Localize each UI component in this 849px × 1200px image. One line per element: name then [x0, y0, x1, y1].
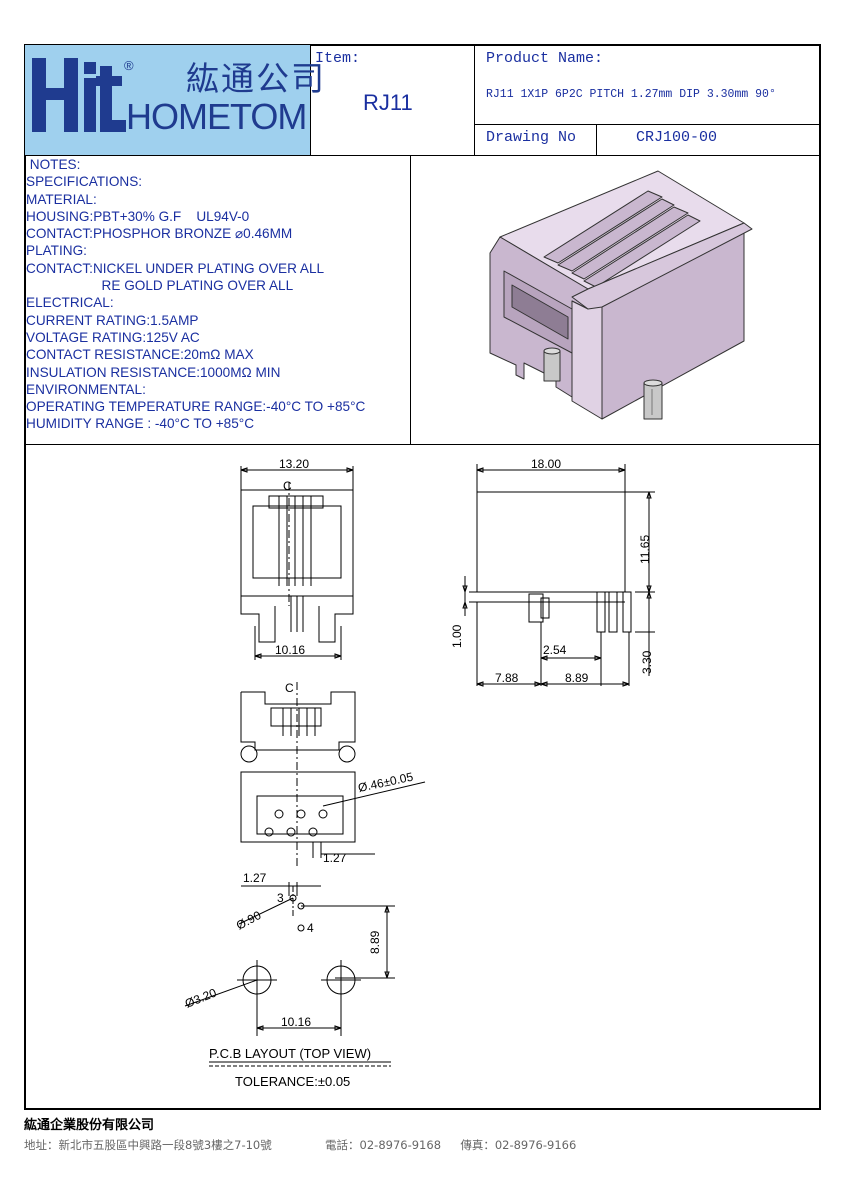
dim-side-pin-length: 3.30 — [640, 650, 654, 674]
registered-mark: ® — [124, 58, 134, 73]
dim-pcb-post-hole: Ø3.20 — [183, 985, 219, 1010]
dim-pcb-post-pitch: 10.16 — [281, 1015, 311, 1029]
notes-line: HUMIDITY RANGE : -40°C TO +85°C — [26, 416, 255, 432]
notes-divider — [410, 155, 411, 445]
header-bottom-line — [24, 155, 821, 156]
drawing-frame — [24, 44, 821, 1110]
notes-line: PLATING: — [26, 243, 87, 259]
bottom-view-top — [240, 691, 356, 751]
drawing-no-value: CRJ100-00 — [636, 129, 718, 146]
brand-english: HOMETOM — [126, 96, 307, 137]
dim-side-offset: 1.00 — [450, 624, 464, 648]
notes-line: CONTACT:PHOSPHOR BRONZE ⌀0.46MM — [26, 226, 293, 242]
brand-chinese: 紘通公司 — [186, 59, 326, 98]
notes-line: OPERATING TEMPERATURE RANGE:-40°C TO +85… — [26, 399, 366, 415]
dim-pcb-hole: Ø.90 — [234, 908, 264, 933]
notes-line: INSULATION RESISTANCE:1000MΩ MIN — [26, 364, 281, 380]
dim-bottom-pitch: 1.27 — [323, 851, 347, 865]
notes-line: RE GOLD PLATING OVER ALL — [26, 278, 294, 294]
item-label: Item: — [315, 50, 361, 67]
footer-address: 地址：新北市五股區中興路一段8號3樓之7-10號 — [24, 1138, 272, 1152]
notes-line: ENVIRONMENTAL: — [26, 381, 146, 397]
hometom-logo-icon — [32, 58, 126, 132]
notes-line: CURRENT RATING:1.5AMP — [26, 312, 199, 328]
technical-drawing: 13.20 C 10.16 18.00 11.65 1.00 2.54 7.88… — [183, 457, 655, 1089]
product-name-label: Product Name: — [486, 50, 604, 67]
drawing-no-label: Drawing No — [486, 129, 577, 146]
notes-line: CONTACT:NICKEL UNDER PLATING OVER ALL — [26, 260, 325, 276]
dim-side-pin-spacing: 8.89 — [565, 671, 589, 685]
product-name-value: RJ11 1X1P 6P2C PITCH 1.27mm DIP 3.30mm 9… — [486, 88, 776, 101]
dim-pcb-row-distance: 8.89 — [368, 930, 382, 954]
title-divider-2 — [474, 45, 475, 155]
dim-front-width: 13.20 — [279, 457, 309, 471]
dim-front-pitch: 10.16 — [275, 643, 305, 657]
dim-side-height: 11.65 — [638, 535, 652, 564]
specification-notes: NOTES: SPECIFICATIONS: MATERIAL: HOUSING… — [26, 156, 410, 433]
notes-line: SPECIFICATIONS: — [26, 174, 143, 190]
pcb-caption: P.C.B LAYOUT (TOP VIEW) — [209, 1046, 371, 1061]
item-value: RJ11 — [363, 90, 413, 115]
footer-fax: 傳真：02-8976-9166 — [460, 1138, 577, 1152]
notes-line: HOUSING:PBT+30% G.F UL94V-0 — [26, 208, 250, 224]
side-view-body — [476, 491, 626, 593]
tolerance-note: TOLERANCE:±0.05 — [235, 1074, 350, 1089]
notes-line: ELECTRICAL: — [26, 295, 114, 311]
notes-title: NOTES: — [26, 157, 81, 172]
dim-centerline: C — [283, 479, 292, 493]
dim-pcb-pin-3: 3 — [277, 891, 284, 905]
dim-side-length: 18.00 — [531, 457, 561, 471]
dim-pcb-pin-4: 4 — [307, 921, 314, 935]
notes-line: MATERIAL: — [26, 191, 97, 207]
footer-address-line: 地址：新北市五股區中興路一段8號3樓之7-10號 電話：02-8976-9168… — [24, 1137, 576, 1153]
title-row-divider — [474, 124, 821, 125]
rj11-3d-render — [489, 170, 753, 420]
dim-side-pin-pitch: 2.54 — [543, 643, 567, 657]
footer-phone: 電話：02-8976-9168 — [325, 1138, 442, 1152]
dim-side-front-offset: 7.88 — [495, 671, 519, 685]
footer-company: 紘通企業股份有限公司 — [24, 1118, 155, 1133]
notes-line: CONTACT RESISTANCE:20mΩ MAX — [26, 347, 254, 363]
bottom-view-base — [240, 771, 356, 843]
notes-line: VOLTAGE RATING:125V AC — [26, 329, 200, 345]
dim-pcb-pitch: 1.27 — [243, 871, 267, 885]
notes-bottom-line — [24, 444, 821, 445]
dim-bottom-centerline: C — [285, 681, 294, 695]
drawing-no-divider — [596, 124, 597, 155]
title-divider-1 — [310, 45, 311, 155]
